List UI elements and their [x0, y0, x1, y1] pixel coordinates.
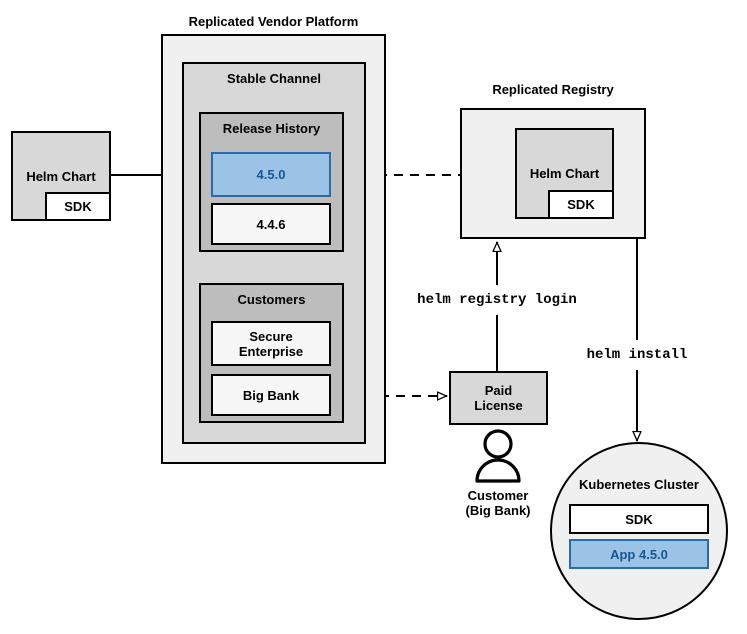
- kubernetes-cluster-label: Kubernetes Cluster: [579, 477, 699, 492]
- release-item-label: 4.4.6: [256, 216, 286, 232]
- release-item-label: 4.5.0: [256, 167, 286, 182]
- customer-item-secure-enterprise[interactable]: Secure Enterprise: [211, 321, 331, 366]
- paid-license-label-line2: License: [474, 398, 523, 413]
- stable-channel-label: Stable Channel: [227, 71, 321, 86]
- source-sdk-label: SDK: [64, 199, 92, 214]
- customer-actor-label-line2: (Big Bank): [465, 503, 531, 518]
- source-sdk-box: SDK: [45, 192, 111, 221]
- customer-item-label-line1: Secure: [249, 328, 293, 344]
- cluster-item-label: App 4.5.0: [610, 546, 668, 562]
- paid-license-label-line1: Paid: [484, 383, 513, 398]
- registry-sdk-box: SDK: [548, 190, 614, 219]
- customers-label: Customers: [237, 292, 306, 307]
- cluster-item-app[interactable]: App 4.5.0: [569, 539, 709, 569]
- registry-title: Replicated Registry: [492, 82, 614, 97]
- customer-item-label-line2: Enterprise: [238, 343, 304, 359]
- registry-sdk-label: SDK: [567, 197, 595, 212]
- customer-item-label: Big Bank: [242, 387, 300, 403]
- command-helm-registry-login: helm registry login: [417, 292, 577, 308]
- release-item-4-5-0[interactable]: 4.5.0: [211, 152, 331, 197]
- vendor-platform-title: Replicated Vendor Platform: [188, 14, 359, 29]
- command-helm-install: helm install: [586, 347, 688, 363]
- release-history-label: Release History: [222, 121, 321, 136]
- source-helm-chart-label: Helm Chart: [26, 169, 96, 184]
- paid-license-box: Paid License: [449, 371, 548, 425]
- customer-actor-label-line1: Customer: [467, 488, 529, 503]
- release-item-4-4-6[interactable]: 4.4.6: [211, 203, 331, 245]
- registry-helm-chart-label: Helm Chart: [529, 166, 600, 181]
- cluster-item-label: SDK: [625, 511, 653, 527]
- customer-item-big-bank[interactable]: Big Bank: [211, 374, 331, 416]
- cluster-item-sdk[interactable]: SDK: [569, 504, 709, 534]
